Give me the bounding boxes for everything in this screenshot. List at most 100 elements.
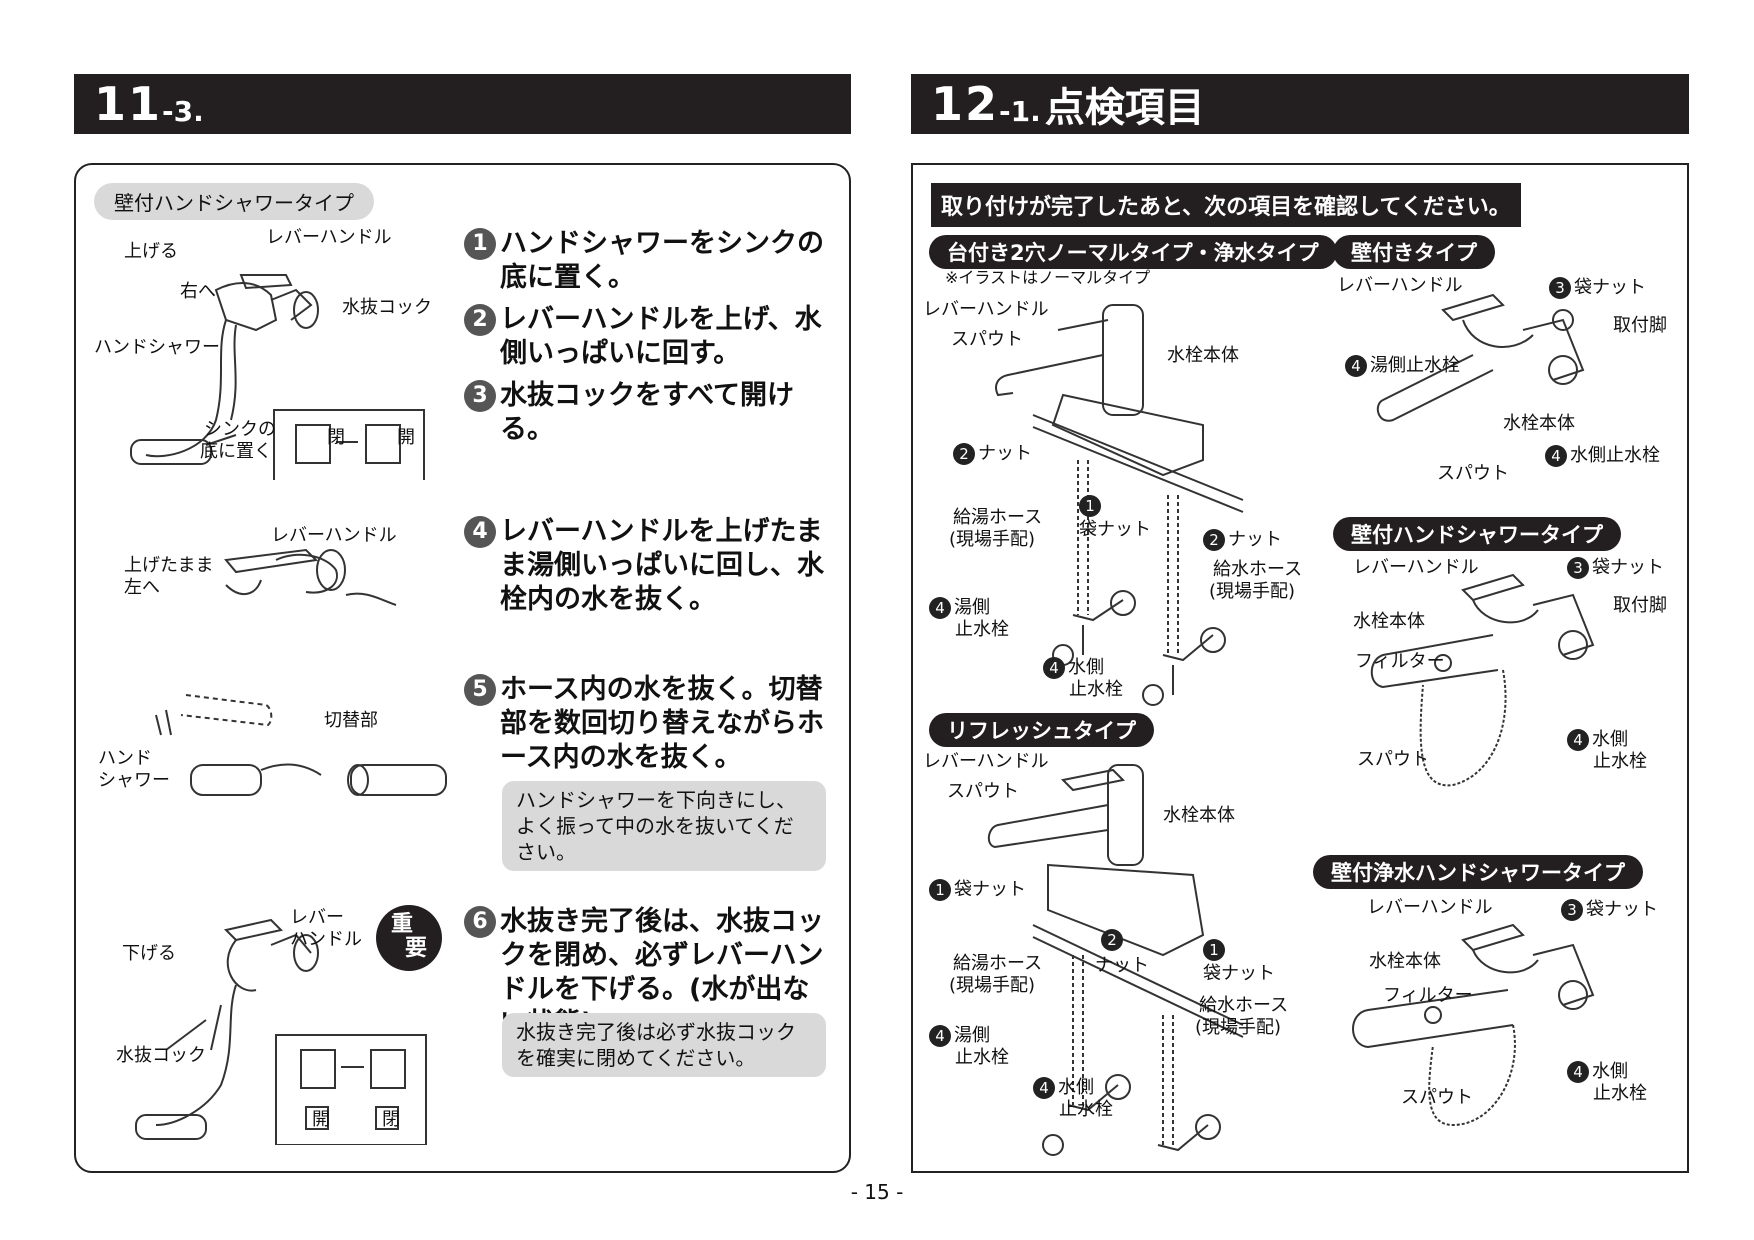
fig4-open: 開 [312, 1109, 330, 1130]
section-header-11-3: 11 -3. [74, 74, 851, 134]
wp-lever: レバーハンドル [1367, 897, 1493, 918]
rf-hot-hose: 給湯ホース [953, 953, 1043, 974]
circ-4c: 4 [1345, 355, 1367, 377]
circ-3: 3 [1549, 277, 1571, 299]
step-6-note: 水抜き完了後は必ず水抜コックを確実に閉めてください。 [502, 1013, 826, 1077]
rf-nut: 2 [1101, 929, 1126, 951]
step-5-text: ホース内の水を抜く。切替部を数回切り替えながらホース内の水を抜く。 [500, 674, 824, 773]
step-1-text: ハンドシャワーをシンクの底に置く。 [500, 228, 824, 293]
circ-4b: 4 [1043, 657, 1065, 679]
step-5-note: ハンドシャワーを下向きにし、よく振って中の水を抜いてください。 [502, 781, 826, 871]
rf-hot-stop2: 止水栓 [955, 1047, 1009, 1068]
figure-shower-in-sink [130, 274, 425, 480]
figure-close-cock [135, 918, 427, 1145]
circ-1c: 1 [1203, 939, 1225, 961]
rf-capnut2: 1 [1203, 939, 1228, 961]
wall-spout: スパウト [1437, 463, 1509, 484]
deck-cold-hose: 給水ホース [1213, 559, 1303, 580]
deck-faucet-illustration [995, 304, 1244, 706]
deck-hot-stop-label: 湯側 [954, 597, 990, 618]
wall-lever: レバーハンドル [1337, 275, 1463, 296]
deck-nut2-label: ナット [1228, 529, 1282, 550]
fig1-closed: 閉 [327, 427, 345, 448]
wp-cold-stop-label: 水側 [1592, 1061, 1628, 1082]
fig2-left1: 上げたまま [124, 555, 214, 576]
circ-3c: 3 [1561, 899, 1583, 921]
wall-capnut-label: 袋ナット [1574, 277, 1646, 298]
step-5-number: 5 [464, 674, 496, 706]
ws-leg: 取付脚 [1613, 595, 1667, 616]
rf-cold-hose2: (現場手配) [1195, 1017, 1282, 1038]
ws-filter: フィルター [1355, 651, 1445, 672]
step-6: 6 水抜き完了後は、水抜コックを閉め、必ずレバーハンドルを下げる。(水が出ない状… [464, 905, 834, 1041]
inspection-panel: 取り付けが完了したあと、次の項目を確認してください。 台付き2穴ノーマルタイプ・… [911, 163, 1689, 1173]
wp-capnut-label: 袋ナット [1586, 899, 1658, 920]
fig1-sink2: 底に置く [200, 441, 272, 462]
deck-nut-label: ナット [978, 443, 1032, 464]
step-3-text: 水抜コックをすべて開ける。 [500, 380, 795, 445]
circ-4: 4 [929, 597, 951, 619]
fig1-cock: 水抜コック [342, 297, 432, 318]
figure-lever-left [224, 548, 397, 606]
ws-lever: レバーハンドル [1353, 557, 1479, 578]
deck-body: 水栓本体 [1167, 345, 1239, 366]
rf-cold-stop-label: 水側 [1058, 1077, 1094, 1098]
fig4-lever1: レバー [290, 907, 344, 928]
fig4-closed: 閉 [382, 1109, 400, 1130]
page-number: - 15 - [850, 1180, 904, 1204]
circ-2b: 2 [1203, 529, 1225, 551]
step-1: 1 ハンドシャワーをシンクの底に置く。 [464, 227, 834, 295]
circ-3b: 3 [1567, 557, 1589, 579]
figure-hose-drain [155, 694, 447, 796]
deck-cold-hose2: (現場手配) [1209, 581, 1296, 602]
deck-hot-stop2: 止水栓 [955, 619, 1009, 640]
circ-2c: 2 [1101, 929, 1123, 951]
wall-purify-title: 壁付浄水ハンドシャワータイプ [1313, 855, 1643, 889]
wall-faucet-illustration [1376, 293, 1585, 422]
important-badge: 重 要 [376, 905, 442, 971]
step-2-number: 2 [464, 304, 496, 336]
step-4: 4 レバーハンドルを上げたまま湯側いっぱいに回し、水栓内の水を抜く。 [464, 515, 834, 617]
refresh-faucet-illustration [987, 764, 1244, 1156]
header-number: 11 [94, 77, 163, 131]
deck-note: ※イラストはノーマルタイプ [945, 268, 1151, 287]
wall-purify-illustration [1352, 923, 1595, 1127]
wall-body: 水栓本体 [1503, 413, 1575, 434]
wall-hot-stop-label: 湯側止水栓 [1370, 355, 1460, 376]
deck-spout: スパウト [951, 329, 1023, 350]
circ-4f: 4 [929, 1025, 951, 1047]
step-4-text: レバーハンドルを上げたまま湯側いっぱいに回し、水栓内の水を抜く。 [500, 516, 824, 615]
header-title: 点検項目 [1044, 85, 1205, 131]
fig4-cock: 水抜コック [116, 1045, 206, 1066]
rf-capnut-label: 袋ナット [954, 879, 1026, 900]
rf-nut-label: ナット [1095, 955, 1149, 976]
section-header-12-1: 12 -1. 点検項目 [911, 74, 1689, 134]
type-pill: 壁付ハンドシャワータイプ [94, 183, 374, 220]
deck-lever: レバーハンドル [923, 299, 1049, 320]
step-4-number: 4 [464, 516, 496, 548]
step-6-text: 水抜き完了後は、水抜コックを閉め、必ずレバーハンドルを下げる。(水が出ない状態) [500, 906, 824, 1039]
ws-capnut-label: 袋ナット [1592, 557, 1664, 578]
fig1-up: 上げる [124, 241, 178, 262]
intro-banner: 取り付けが完了したあと、次の項目を確認してください。 [931, 183, 1521, 227]
rf-body: 水栓本体 [1163, 805, 1235, 826]
deck-capnut-label: 袋ナット [1079, 519, 1151, 540]
fig1-open: 開 [397, 427, 415, 448]
fig2-lever: レバーハンドル [271, 525, 397, 546]
fig3-hand1: ハンド [98, 748, 152, 769]
ws-cold-stop2: 止水栓 [1593, 751, 1647, 772]
step-3-number: 3 [464, 380, 496, 412]
fig1-lever: レバーハンドル [266, 227, 392, 248]
deck-capnut-1: 1 [1079, 495, 1104, 517]
deck-cold-stop-label: 水側 [1068, 657, 1104, 678]
wp-filter: フィルター [1383, 985, 1473, 1006]
